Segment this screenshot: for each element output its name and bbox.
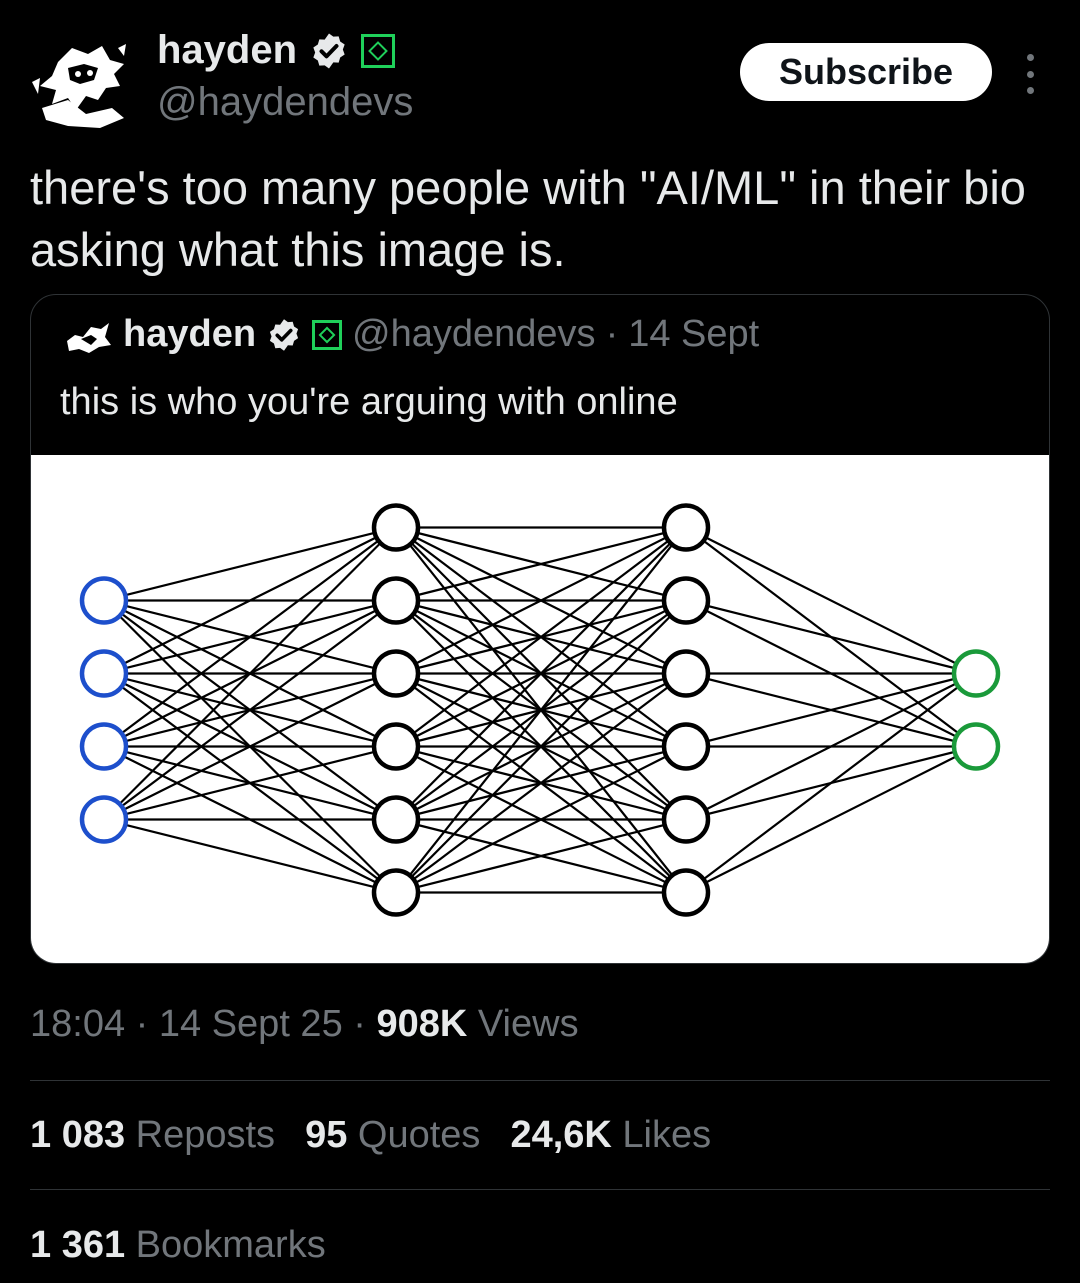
quoted-image[interactable] — [31, 455, 1049, 963]
verified-badge-icon — [313, 33, 345, 68]
network-edge — [103, 526, 397, 748]
views-label: Views — [477, 1003, 579, 1045]
quoted-avatar — [67, 322, 111, 353]
network-edge — [685, 599, 977, 675]
network-edge — [395, 745, 687, 894]
quoted-date: 14 Sept — [628, 313, 760, 355]
hidden-node — [371, 576, 421, 625]
network-edge — [685, 672, 977, 821]
hidden-node — [371, 868, 421, 917]
hidden-node — [371, 795, 421, 844]
output-node — [951, 722, 1001, 771]
author-name[interactable]: hayden — [157, 28, 298, 72]
hidden-node — [661, 576, 711, 625]
network-edge — [685, 672, 977, 748]
network-edge — [103, 526, 397, 602]
avatar[interactable] — [28, 38, 134, 132]
hidden-node — [661, 503, 711, 552]
hidden-node — [371, 503, 421, 552]
subscribe-button[interactable]: Subscribe — [740, 43, 992, 101]
bookmarks-count: 1 361 — [30, 1224, 126, 1266]
reposts-count: 1 083 — [30, 1114, 126, 1156]
reposts-stat[interactable]: 1 083 Reposts — [30, 1114, 275, 1157]
input-node — [79, 649, 129, 698]
hidden-node — [661, 795, 711, 844]
separator: · — [135, 1003, 149, 1045]
more-options-icon[interactable] — [1016, 54, 1044, 94]
hidden-node — [661, 649, 711, 698]
tweet-time: 18:04 — [30, 1003, 126, 1045]
reposts-label: Reposts — [135, 1114, 276, 1156]
views-count: 908K — [376, 1003, 468, 1045]
separator: · — [353, 1003, 366, 1045]
bookmarks-label: Bookmarks — [135, 1224, 326, 1266]
network-edge — [103, 745, 397, 821]
likes-stat[interactable]: 24,6K Likes — [510, 1114, 711, 1157]
quoted-text: this is who you're arguing with online — [60, 381, 678, 423]
bookmarks-stat[interactable]: 1 361 Bookmarks — [30, 1224, 326, 1267]
divider — [30, 1080, 1050, 1081]
network-edge — [395, 526, 687, 602]
hidden-node — [371, 649, 421, 698]
network-edge — [103, 818, 397, 894]
verified-badge-icon — [269, 318, 299, 351]
network-edge — [103, 599, 397, 821]
tweet-date: 14 Sept 25 — [158, 1003, 343, 1045]
quotes-label: Quotes — [357, 1114, 481, 1156]
network-edge — [685, 526, 977, 675]
network-edge — [395, 526, 687, 675]
network-edge — [685, 745, 977, 894]
hidden-node — [661, 868, 711, 917]
engagement-stats: 1 083 Reposts 95 Quotes 24,6K Likes — [30, 1114, 711, 1157]
input-node — [79, 795, 129, 844]
input-node — [79, 576, 129, 625]
divider — [30, 1189, 1050, 1190]
network-edge — [685, 672, 977, 894]
quoted-author-handle: @haydendevs — [352, 313, 596, 355]
avatar-image — [32, 44, 126, 128]
tweet-meta: 18:04 · 14 Sept 25 · 908K Views — [30, 1003, 579, 1046]
network-edge — [395, 526, 687, 821]
affiliate-badge-icon — [312, 319, 343, 350]
quoted-tweet[interactable]: hayden @haydendevs · 14 Sept this is who… — [30, 294, 1050, 964]
tweet-text: there's too many people with "AI/ML" in … — [30, 161, 1026, 276]
quotes-count: 95 — [305, 1114, 348, 1156]
neural-network-diagram — [79, 503, 1001, 917]
separator: · — [605, 313, 619, 355]
network-edge — [395, 526, 687, 894]
author-handle[interactable]: @haydendevs — [157, 80, 414, 124]
network-edge — [103, 526, 397, 821]
output-node — [951, 649, 1001, 698]
likes-label: Likes — [622, 1114, 712, 1156]
quoted-author-name: hayden — [123, 313, 257, 355]
network-edge — [395, 526, 687, 748]
network-edge — [395, 818, 687, 894]
network-edge — [103, 526, 397, 675]
likes-count: 24,6K — [510, 1114, 612, 1156]
affiliate-badge-icon — [361, 33, 396, 68]
hidden-node — [371, 722, 421, 771]
quotes-stat[interactable]: 95 Quotes — [305, 1114, 480, 1157]
network-edge — [103, 672, 397, 821]
hidden-node — [661, 722, 711, 771]
input-node — [79, 722, 129, 771]
network-edge — [395, 672, 687, 894]
network-edge — [395, 599, 687, 894]
